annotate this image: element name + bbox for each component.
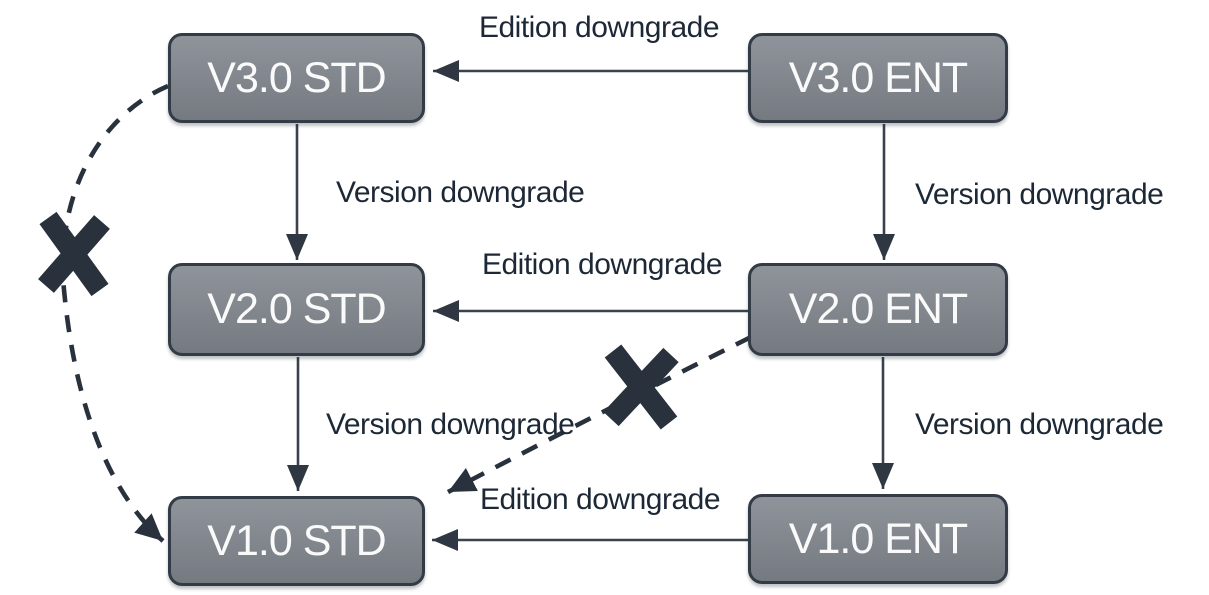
node-label: V1.0 STD xyxy=(207,516,386,565)
blocked-edge-v20ent-v10std xyxy=(446,334,753,495)
node-label: V3.0 STD xyxy=(207,53,386,102)
edge-label-version-downgrade-lower-right: Version downgrade xyxy=(915,408,1164,441)
node-v20-ent: V2.0 ENT xyxy=(748,263,1008,356)
blocked-x-icon xyxy=(38,211,110,297)
node-v30-ent: V3.0 ENT xyxy=(748,33,1008,123)
node-label: V2.0 ENT xyxy=(788,285,968,333)
node-label: V2.0 STD xyxy=(207,285,386,333)
node-v30-std: V3.0 STD xyxy=(168,33,425,123)
node-label: V3.0 ENT xyxy=(788,53,968,102)
node-v20-std: V2.0 STD xyxy=(168,263,425,356)
edge-label-edition-downgrade-middle: Edition downgrade xyxy=(481,248,723,281)
node-label: V1.0 ENT xyxy=(788,514,968,563)
edge-label-edition-downgrade-bottom: Edition downgrade xyxy=(479,483,721,516)
edge-label-edition-downgrade-top: Edition downgrade xyxy=(478,11,720,44)
node-v10-ent: V1.0 ENT xyxy=(748,494,1008,584)
edge-label-version-downgrade-upper-left: Version downgrade xyxy=(336,176,585,209)
blocked-edge-v30std-v10std xyxy=(60,83,169,543)
node-v10-std: V1.0 STD xyxy=(168,496,425,586)
edge-label-version-downgrade-upper-right: Version downgrade xyxy=(915,178,1164,211)
edge-label-version-downgrade-lower-left: Version downgrade xyxy=(326,408,575,441)
blocked-x-icon xyxy=(603,344,679,430)
